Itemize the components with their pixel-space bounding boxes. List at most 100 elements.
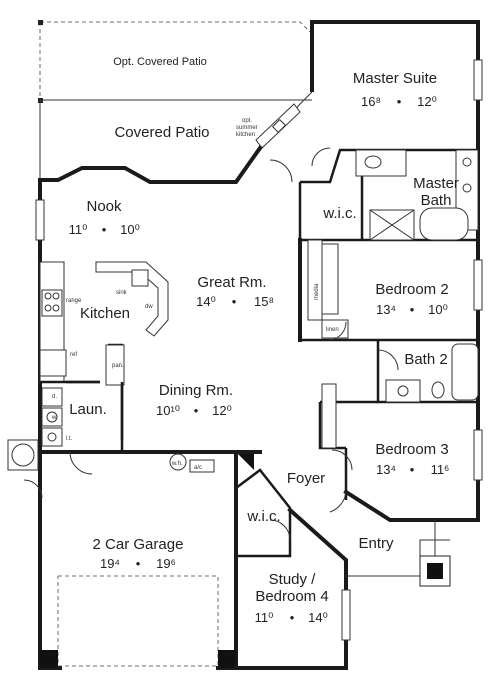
sink-label: sink — [116, 290, 128, 296]
opt-patio-label: Opt. Covered Patio — [113, 56, 207, 68]
master-bath-label-2: Bath — [421, 192, 452, 209]
sink — [462, 183, 472, 193]
wic-study-label: w.i.c. — [246, 508, 280, 525]
shower-mark — [369, 209, 415, 241]
sink — [462, 157, 472, 167]
master-bath-label-1: Master — [413, 175, 459, 192]
bedroom3-dim-a: 13⁴ — [376, 462, 396, 477]
pantry — [105, 344, 125, 386]
study-wic-wall — [235, 468, 292, 558]
water-heater-label: w.h. — [171, 461, 183, 467]
master-suite-sep: • — [397, 94, 402, 109]
exterior-wall-north-east — [310, 20, 480, 522]
range — [41, 289, 63, 317]
window — [473, 259, 483, 311]
washer-label: w. — [51, 415, 58, 421]
nook-label: Nook — [86, 198, 122, 215]
bedroom3-label: Bedroom 3 — [375, 441, 448, 458]
bath2-tub — [451, 343, 479, 401]
garage-door — [57, 575, 219, 667]
foyer-label: Foyer — [287, 470, 325, 487]
ac-unit — [11, 443, 35, 467]
garage-dim-b: 19⁶ — [156, 556, 176, 571]
nook-dim-a: 11⁰ — [69, 222, 88, 237]
burner — [44, 304, 52, 312]
laundry-label: Laun. — [69, 401, 107, 418]
linen-label: linen — [326, 327, 339, 333]
garage-walls — [38, 450, 62, 670]
master-suite-label: Master Suite — [353, 70, 437, 87]
ref-label: ref — [70, 352, 77, 358]
nook-dim-b: 10⁰ — [120, 222, 140, 237]
door-swing — [377, 349, 399, 371]
master-bath-wall — [300, 148, 478, 184]
window — [35, 199, 45, 241]
nook-bay-wall — [38, 145, 263, 184]
bedroom2-dim-b: 10⁰ — [428, 302, 448, 317]
burner — [52, 292, 60, 300]
dining-dim-b: 12⁰ — [212, 403, 232, 418]
garage-label: 2 Car Garage — [93, 536, 184, 553]
dining-sep: • — [194, 403, 199, 418]
dining-dim-a: 10¹⁰ — [156, 403, 180, 418]
dw-label: dw — [145, 304, 153, 310]
bedroom2-dim-a: 13⁴ — [376, 302, 396, 317]
door-swing — [23, 479, 43, 499]
bedroom3-sep: • — [410, 462, 415, 477]
garage-corner-fill — [236, 452, 254, 470]
window — [341, 589, 351, 641]
door-swing — [69, 451, 93, 475]
entry-label: Entry — [358, 535, 394, 552]
bedroom2-label: Bedroom 2 — [375, 281, 448, 298]
entry-column — [427, 563, 443, 579]
bedroom2-sep: • — [410, 302, 415, 317]
toilet — [364, 155, 382, 169]
kitchen-island — [95, 261, 169, 337]
great-room-dim-a: 14⁰ — [196, 294, 216, 309]
bedroom2-closet — [321, 243, 339, 315]
great-room-label: Great Rm. — [197, 274, 266, 291]
air-handler — [189, 459, 215, 473]
dryer-label: d. — [52, 394, 57, 400]
summer-kitchen-label-3: kitchen — [236, 132, 255, 138]
kitchen-label: Kitchen — [80, 305, 130, 322]
dryer — [41, 387, 63, 407]
bath2-sink — [397, 385, 409, 397]
pantry-label: pan. — [112, 363, 124, 369]
summer-kitchen-label-1: opt. — [242, 118, 252, 124]
study-label-1: Study / — [269, 571, 317, 588]
door-swing — [269, 519, 291, 541]
garage-column — [218, 650, 236, 668]
burner — [44, 292, 52, 300]
wic-master-label: w.i.c. — [322, 205, 356, 222]
media-niche — [307, 239, 323, 321]
master-suite-dim-b: 12⁰ — [417, 94, 437, 109]
laundry-tub-drain — [47, 432, 57, 442]
bathtub — [419, 207, 469, 241]
garage-column — [40, 650, 58, 668]
window — [473, 59, 483, 101]
water-heater — [169, 453, 187, 471]
range-label: range — [66, 298, 82, 304]
great-room-sep: • — [232, 294, 237, 309]
door-swing — [311, 147, 331, 167]
door-swing — [329, 491, 347, 513]
garage-sep: • — [136, 556, 141, 571]
bath2-label: Bath 2 — [404, 351, 447, 368]
study-sep: • — [290, 610, 295, 625]
door-swing — [331, 449, 353, 471]
kitchen-sink — [131, 269, 149, 287]
media-label: media — [314, 283, 320, 300]
garage-dim-a: 19⁴ — [100, 556, 120, 571]
ac-label: a/c — [194, 465, 202, 471]
study-label-2: Bedroom 4 — [255, 588, 328, 605]
bedroom3-dim-b: 11⁶ — [431, 462, 450, 477]
patio-post — [38, 20, 43, 25]
laundry-tub-label: l.t. — [66, 436, 73, 442]
door-swing — [269, 159, 293, 183]
garage-east-wall — [216, 450, 238, 670]
study-dim-a: 11⁰ — [255, 610, 274, 625]
covered-patio-label: Covered Patio — [114, 124, 209, 141]
